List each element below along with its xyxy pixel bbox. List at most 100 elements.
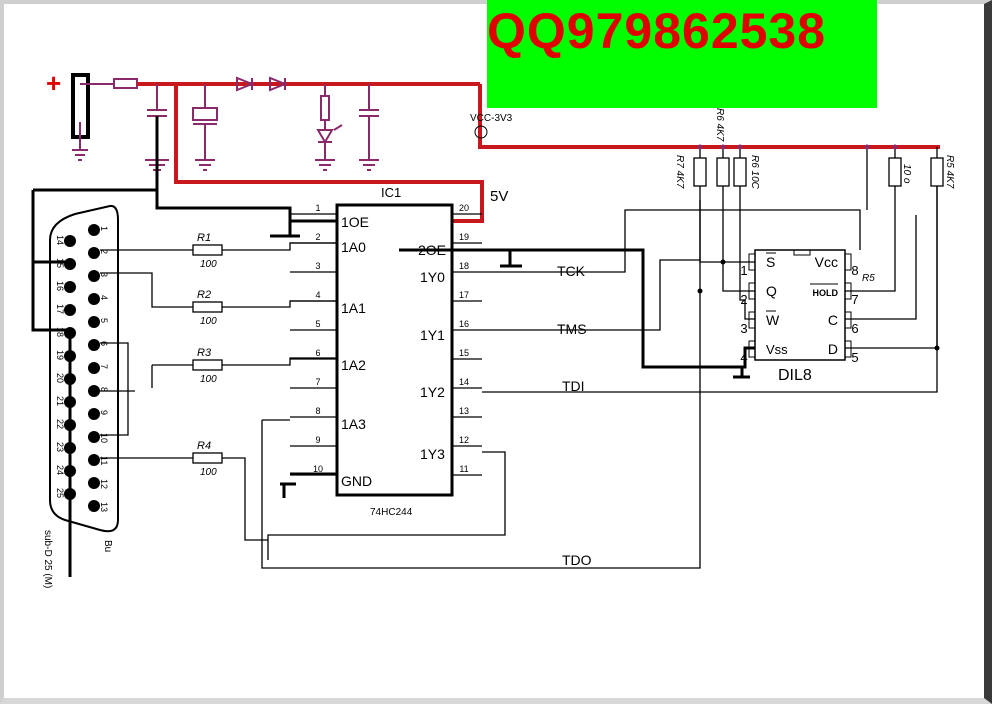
ic1-pin-number: 5 [315, 319, 320, 329]
dil8-pin-label: Vss [766, 342, 788, 357]
r4-name: R4 [197, 440, 211, 452]
power-rail [137, 82, 940, 223]
tms-wire [482, 259, 700, 331]
db25-pin-number: 19 [55, 350, 65, 360]
dil8-pin [748, 311, 756, 329]
db25-connector: 1234567891011121314151617181920212223242… [31, 188, 157, 588]
db25-pin-number: 4 [99, 295, 109, 300]
ic1-pin-number: 4 [315, 290, 320, 300]
r7-label: R7 4K7 [674, 155, 685, 189]
db25-pin [88, 500, 100, 512]
ic1-pin-number: 2 [315, 232, 320, 242]
pin-label-1a1: 1A1 [341, 300, 366, 316]
dil8-pin-number: 2 [740, 292, 747, 307]
db25-pin-number: 25 [55, 488, 65, 498]
resistor-r7 [693, 157, 707, 187]
db25-pin-number: 8 [99, 387, 109, 392]
ic1-part-number: 74HC244 [370, 507, 413, 518]
r6a-label: R6 4K7 [714, 108, 725, 142]
pullup-resistors: R7 4K7 R6 4K7 R6 10C 10 o R5 4K7 R5 [674, 108, 955, 351]
dil8-pin-label: S [766, 254, 775, 270]
dil8-pin [748, 253, 756, 271]
pin-label-gnd: GND [341, 473, 372, 489]
db25-pin-number: 2 [99, 249, 109, 254]
r3-value: 100 [200, 374, 217, 385]
r4-value: 100 [200, 467, 217, 478]
pin-label-1y0: 1Y0 [420, 269, 445, 285]
watermark-text: QQ979862538 [487, 3, 827, 59]
db25-pin-number: 20 [55, 373, 65, 383]
vcc-label: VCC-3V3 [470, 113, 513, 124]
db25-pin [64, 281, 76, 293]
pin-label-1y2: 1Y2 [420, 384, 445, 400]
dil8-pin-number: 8 [851, 263, 858, 278]
db25-pin-number: 9 [99, 410, 109, 415]
db25-pin-number: 13 [99, 502, 109, 512]
ic1-pin-number: 11 [459, 464, 468, 474]
connector-wire [79, 83, 114, 150]
db25-pin [88, 362, 100, 374]
db25-pin [88, 293, 100, 305]
db25-pin-number: 23 [55, 442, 65, 452]
db25-ground-wire [31, 188, 157, 577]
ic1-body [335, 203, 454, 497]
pin-label-1y3: 1Y3 [420, 446, 445, 462]
1y3-wire [267, 451, 506, 560]
plus-sign: + [46, 68, 61, 98]
pin-label-1a0: 1A0 [341, 239, 366, 255]
dil8-notch [793, 249, 811, 256]
db25-pin-number: 17 [55, 304, 65, 314]
input-resistors: R1 100 R2 100 R3 100 R4 100 [100, 232, 337, 541]
db25-pin-number: 18 [55, 327, 65, 337]
series-resistor [113, 78, 138, 89]
dil8-pin-number: 6 [851, 321, 858, 336]
black-ground-wire [155, 116, 337, 238]
dil8-name: DIL8 [778, 367, 812, 384]
db25-pin-number: 16 [55, 281, 65, 291]
dil8-pin [844, 253, 852, 271]
db25-pin-number: 22 [55, 419, 65, 429]
dil8-pin-label: W [766, 312, 780, 328]
gnd-wire [280, 472, 337, 498]
dil8-pin-number: 5 [851, 350, 858, 365]
ic1-pin-number: 16 [459, 319, 469, 329]
r5-label: R5 4K7 [944, 155, 955, 189]
r1-name: R1 [197, 232, 211, 244]
junction-dots [697, 144, 898, 150]
ground-icon [72, 149, 379, 171]
power-supply-section: + VCC-3V3 5V [46, 68, 940, 238]
db25-pin-number: 6 [99, 341, 109, 346]
ic1-pin-number: 1 [315, 203, 320, 213]
ic1-pin-number: 19 [459, 232, 469, 242]
pullup-wires [699, 147, 938, 349]
db25-pin-number: 21 [55, 396, 65, 406]
resistor-10 [888, 157, 902, 187]
ic1-pin-number: 12 [459, 435, 469, 445]
ic1-pin-number: 20 [459, 203, 469, 213]
db25-pin [88, 454, 100, 466]
pin-label-1a2: 1A2 [341, 357, 366, 373]
pin-label-1a3: 1A3 [341, 416, 366, 432]
resistor-r5 [930, 157, 944, 187]
ic1-pin-number: 17 [459, 290, 469, 300]
db25-shell [49, 204, 119, 533]
signal-tdo: TDO [562, 552, 592, 568]
resistor-r4 [192, 452, 223, 464]
db25-pin [88, 339, 100, 351]
r6b-label: R6 10C [749, 155, 760, 190]
5v-label: 5V [490, 188, 508, 205]
db25-pin-number: 12 [99, 479, 109, 489]
db25-pin-number: 10 [99, 433, 109, 443]
diode-icon [236, 76, 288, 92]
db25-pin [88, 431, 100, 443]
db25-pin [88, 224, 100, 236]
resistor-r1 [192, 244, 223, 256]
dil8-pin-label: HOLD [813, 288, 839, 298]
watermark-banner: QQ979862538 [487, 0, 877, 108]
db25-pin-number: 7 [99, 364, 109, 369]
db25-pin-number: 14 [55, 235, 65, 245]
dil8-pin [844, 340, 852, 358]
signal-tms: TMS [557, 321, 587, 337]
